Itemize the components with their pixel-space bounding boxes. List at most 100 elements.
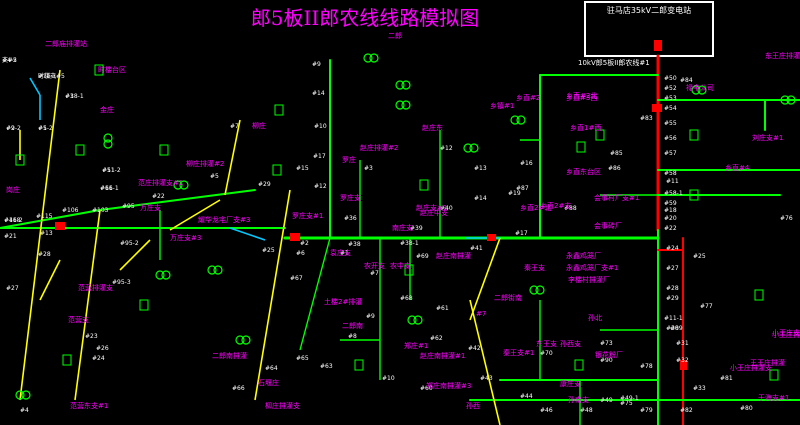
pole-label: #6 (296, 250, 305, 257)
pole-label: #70 (540, 350, 553, 357)
branch-y6 (469, 299, 501, 425)
pole-label: 石堰庄 (258, 378, 279, 387)
pole-label: #8 (348, 333, 357, 340)
pole-label: #7 (370, 270, 379, 277)
breaker-56[interactable] (652, 104, 662, 112)
pole-label: 范营支 (68, 315, 89, 324)
pole-label: #17 (313, 153, 326, 160)
pole-label: #25 (262, 247, 275, 254)
breaker-106[interactable] (55, 222, 65, 230)
breaker-68[interactable] (290, 233, 300, 241)
pole-label: #46 (540, 407, 553, 414)
pole-label: 孙西 (466, 401, 480, 410)
transformer-icon (179, 180, 189, 190)
substation-name: 驻马店35kV二郎变电站 (607, 5, 691, 15)
pole-label: 罗庄支 (340, 193, 361, 202)
substation-breaker[interactable] (654, 40, 662, 51)
pole-label: 东王庄排灌 (765, 51, 800, 60)
pole-label: #85 (610, 150, 623, 157)
breakers[interactable] (55, 104, 687, 370)
transformer-icon (786, 95, 796, 105)
pole-label: 赵庄中支 (420, 208, 448, 217)
pole-label: #22 (664, 225, 677, 232)
branch-c1 (29, 77, 41, 96)
switches[interactable] (15, 64, 779, 381)
pole-label: #95-2 (120, 240, 139, 247)
pole-label: #54 (664, 105, 677, 112)
transformer-icon (691, 85, 701, 95)
pole-label: #58-1 (664, 190, 683, 197)
switch-box[interactable] (62, 354, 72, 366)
pole-label: #10 (382, 375, 395, 382)
switch-box[interactable] (404, 264, 414, 276)
pole-label: #59 (664, 200, 677, 207)
pole-label: #17 (515, 230, 528, 237)
pole-label: 乡直1#西 (570, 123, 601, 132)
pole-label: 柳庄排灌支 (265, 401, 300, 410)
pole-label: 二郎南 (342, 321, 363, 330)
switch-box[interactable] (419, 179, 429, 191)
switch-box[interactable] (94, 64, 104, 76)
pole-label: 范庄排灌支#1 (138, 178, 183, 187)
switch-box[interactable] (769, 369, 779, 381)
pole-label: #9 (312, 61, 321, 68)
switch-box[interactable] (754, 289, 764, 301)
transformers (15, 53, 796, 400)
switch-box[interactable] (574, 359, 584, 371)
pole-label: 小王庄支 (772, 328, 800, 337)
pole-label: #36 (344, 215, 357, 222)
switch-box[interactable] (689, 129, 699, 141)
switch-box[interactable] (75, 144, 85, 156)
transformer-icon (395, 100, 405, 110)
switch-box[interactable] (15, 154, 25, 166)
pole-label: #44 (520, 393, 533, 400)
pole-label: 会事村厂支#1 (594, 193, 639, 202)
pole-label: #87 (516, 185, 529, 192)
pole-label: #29 (258, 181, 271, 188)
breaker-40[interactable] (487, 234, 496, 241)
pole-labels: 支#5时楼支#5#3#9#5#11#16#118#115#106#103#95#… (2, 31, 800, 414)
substation-box[interactable] (584, 1, 714, 57)
pole-label: #58 (664, 170, 677, 177)
switch-box[interactable] (274, 104, 284, 116)
switch-box[interactable] (139, 299, 149, 311)
pole-label: #32 (676, 357, 689, 364)
pole-label: 赵庄南排灌#1 (420, 351, 465, 360)
pole-label: 小王庄排灌支 (730, 363, 772, 372)
branch-y1 (19, 69, 61, 401)
switch-box[interactable] (159, 144, 169, 156)
pole-label: #115 (36, 213, 53, 220)
breaker-46[interactable] (680, 360, 687, 370)
pole-label: #13 (40, 230, 53, 237)
pole-label: #22 (152, 193, 165, 200)
pole-label: #40 (440, 205, 453, 212)
branch-lines-green (159, 130, 658, 425)
switch-box[interactable] (272, 164, 282, 176)
switch-box[interactable] (689, 189, 699, 201)
transformer-icon (395, 80, 405, 90)
pole-label: #73 (600, 340, 613, 347)
pole-label: #5 (38, 125, 47, 132)
switch-box[interactable] (576, 141, 586, 153)
pole-label: 罗庄 (342, 155, 356, 164)
branch-y8 (469, 237, 501, 321)
pole-label: #23 (85, 333, 98, 340)
pole-label: 二郎街南 (494, 293, 522, 302)
switch-box[interactable] (354, 359, 364, 371)
pole-label: #18 (664, 207, 677, 214)
pole-label: #4 (20, 407, 29, 414)
pole-label: #3 (364, 165, 373, 172)
pole-label: #63 (320, 363, 333, 370)
transformer-icon (407, 315, 417, 325)
branch-lines-cyan (29, 77, 500, 241)
pole-label: 土楼2#排灌 (324, 297, 362, 306)
branch-y4 (169, 199, 221, 231)
switch-box[interactable] (595, 129, 605, 141)
pole-label: 罗庄支#1 (292, 211, 323, 220)
pole-label: 乡镇#1 (490, 101, 514, 110)
trunk-diag-2 (0, 209, 101, 229)
pole-label: #78 (640, 363, 653, 370)
branch-lines-yellow (19, 69, 501, 425)
transformer-icon (369, 53, 379, 63)
